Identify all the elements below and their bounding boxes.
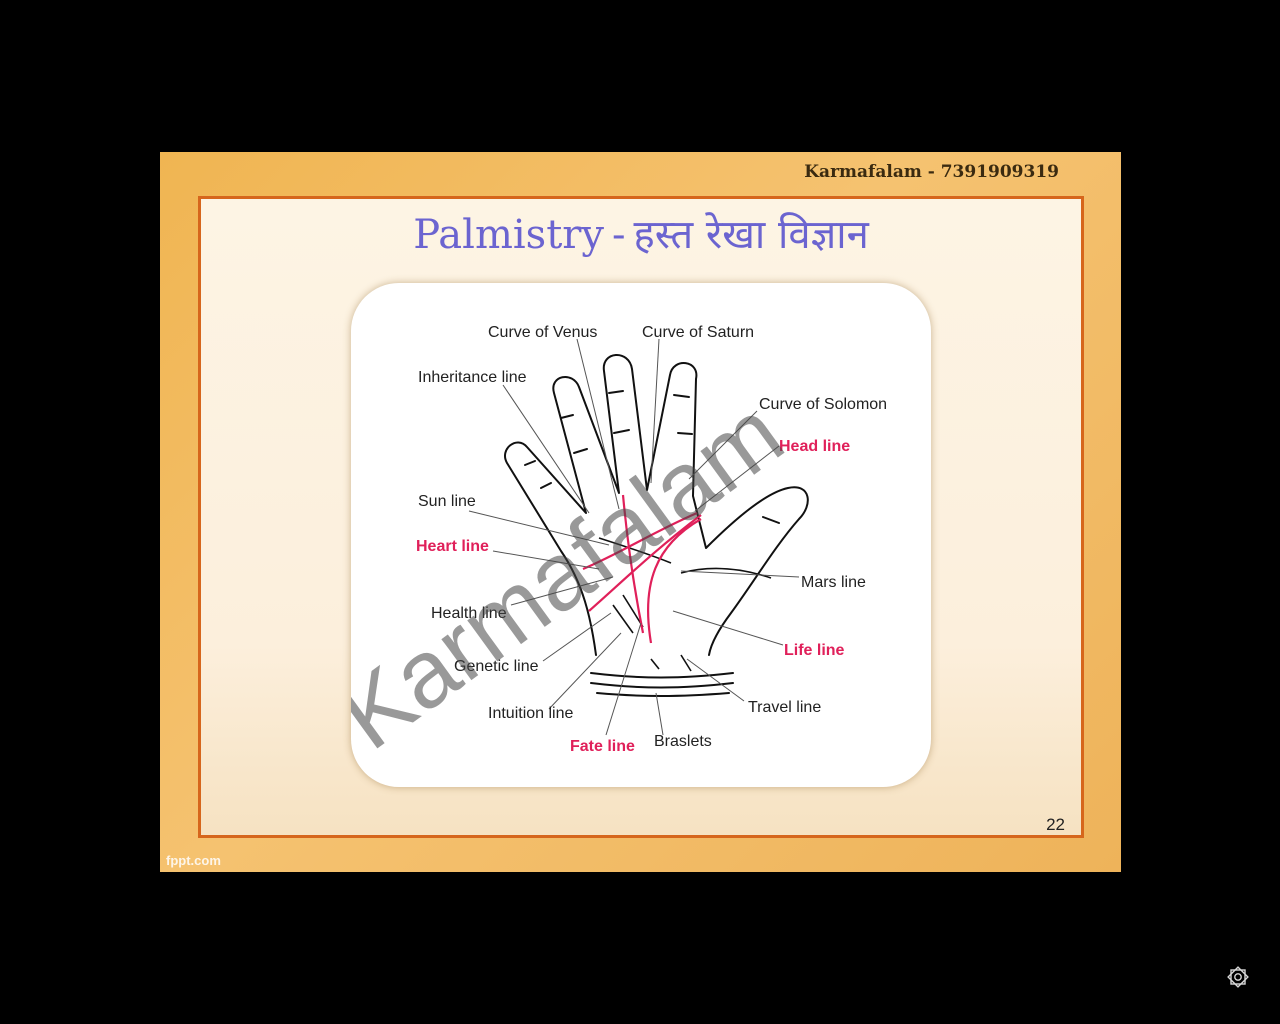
label-mars-line: Mars line <box>801 574 866 591</box>
ornament-icon[interactable] <box>1225 964 1251 990</box>
page-number: 22 <box>1046 815 1065 834</box>
fate-line-mark <box>621 494 645 634</box>
label-health-line: Health line <box>431 605 507 622</box>
header-contact: Karmafalam - 7391909319 <box>804 162 1059 182</box>
palm-diagram-card: Curve of Venus Curve of Saturn Inheritan… <box>351 283 931 787</box>
label-genetic-line: Genetic line <box>454 658 539 675</box>
title-hindi: हस्त रेखा विज्ञान <box>633 212 869 258</box>
label-curve-of-solomon: Curve of Solomon <box>759 396 887 413</box>
life-line-mark <box>647 518 702 644</box>
label-curve-of-venus: Curve of Venus <box>488 324 597 341</box>
leader-lines <box>468 338 800 736</box>
title-separator: - <box>612 212 626 258</box>
presentation-slide: Karmafalam - 7391909319 Palmistry-हस्त र… <box>160 152 1121 872</box>
label-intuition-line: Intuition line <box>488 705 573 722</box>
slide-title: Palmistry-हस्त रेखा विज्ञान <box>201 205 1081 260</box>
label-head-line: Head line <box>779 438 850 455</box>
label-sun-line: Sun line <box>418 493 476 510</box>
palm-diagram: Curve of Venus Curve of Saturn Inheritan… <box>351 324 887 770</box>
footer-brand: fppt.com <box>166 853 221 868</box>
title-english: Palmistry <box>413 212 604 258</box>
label-curve-of-saturn: Curve of Saturn <box>642 324 754 341</box>
watermark: Karmafalam <box>351 379 802 770</box>
label-inheritance-line: Inheritance line <box>418 369 527 386</box>
head-line-mark <box>588 514 702 612</box>
palm-lines-red <box>582 494 702 644</box>
label-heart-line: Heart line <box>416 538 489 555</box>
heart-line-mark <box>582 511 698 571</box>
label-travel-line: Travel line <box>748 699 821 716</box>
label-fate-line: Fate line <box>570 738 635 755</box>
label-life-line: Life line <box>784 642 845 659</box>
hand-outline <box>504 354 809 697</box>
slide-frame: Palmistry-हस्त रेखा विज्ञान <box>198 196 1084 838</box>
label-braslets: Braslets <box>654 733 712 750</box>
